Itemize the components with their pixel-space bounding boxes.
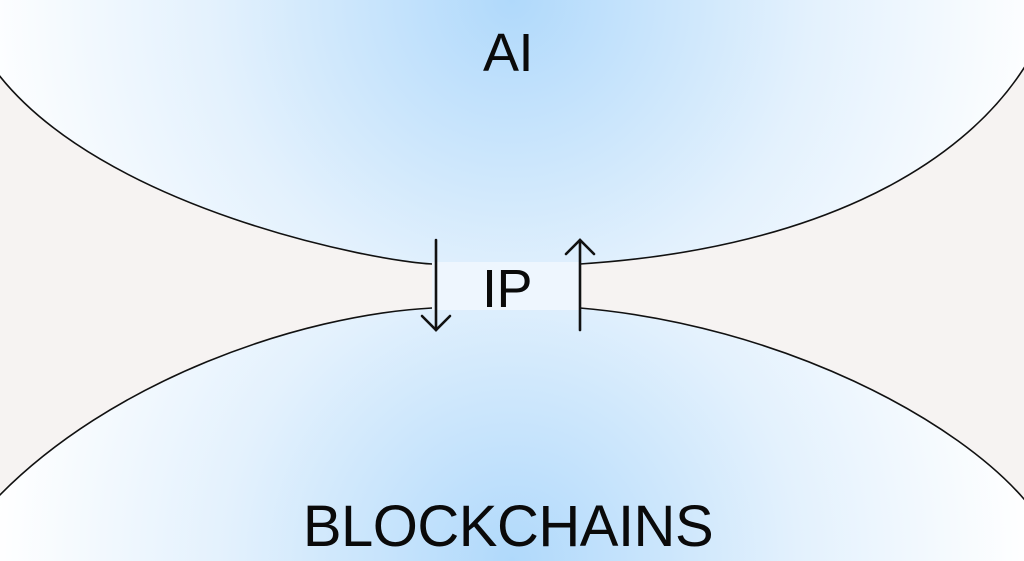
connector-fill xyxy=(432,262,580,310)
down-arrow-icon xyxy=(420,238,452,332)
ai-region-outline xyxy=(0,74,433,265)
ai-region xyxy=(0,0,1024,264)
ai-label: AI xyxy=(482,23,534,83)
blockchains-region xyxy=(0,308,1024,561)
blockchains-region-outline xyxy=(0,307,433,497)
blockchains-region-outline-right xyxy=(579,307,1024,501)
ip-label: IP xyxy=(481,259,533,319)
ai-region-outline-right xyxy=(579,66,1024,265)
up-arrow-icon xyxy=(564,238,596,332)
blockchains-label: BLOCKCHAINS xyxy=(302,494,714,559)
